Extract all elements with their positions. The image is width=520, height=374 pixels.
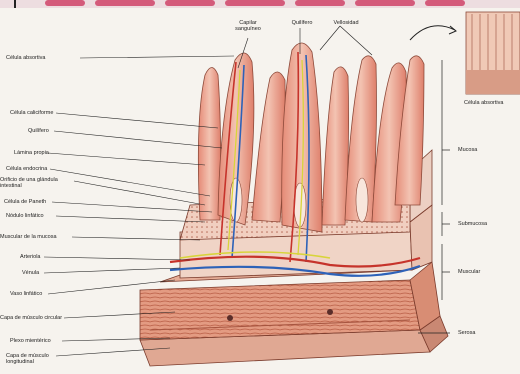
label-left-2: Quilífero [28, 128, 49, 134]
label-quilifero-top: Quilífero [284, 20, 320, 26]
label-serosa: Serosa [458, 330, 475, 336]
label-capilar-sanguineo: Capilar sanguíneo [226, 20, 270, 32]
label-vellosidad: Vellosidad [326, 20, 366, 26]
label-left-8: Muscular de la mucosa [0, 234, 57, 240]
label-left-5: Orificio de una glándula intestinal [0, 177, 74, 189]
label-left-4: Célula endocrina [6, 166, 47, 172]
label-left-12: Capa de músculo circular [0, 315, 62, 321]
label-left-9: Arteriola [20, 254, 40, 260]
label-muscular: Muscular [458, 269, 480, 275]
label-left-13: Plexo mientérico [10, 338, 51, 344]
label-inset: Célula absortiva [464, 100, 503, 106]
label-left-0: Célula absortiva [6, 55, 45, 61]
label-left-10: Vénula [22, 270, 39, 276]
label-left-3: Lámina propia [14, 150, 49, 156]
inset-cell [410, 12, 520, 94]
label-left-11: Vaso linfático [10, 291, 42, 297]
label-mucosa: Mucosa [458, 147, 477, 153]
label-submucosa: Submucosa [458, 221, 487, 227]
label-left-6: Célula de Paneth [4, 199, 46, 205]
label-left-14: Capa de músculo longitudinal [6, 353, 56, 365]
label-left-1: Célula caliciforme [10, 110, 53, 116]
label-left-7: Nódulo linfático [6, 213, 44, 219]
